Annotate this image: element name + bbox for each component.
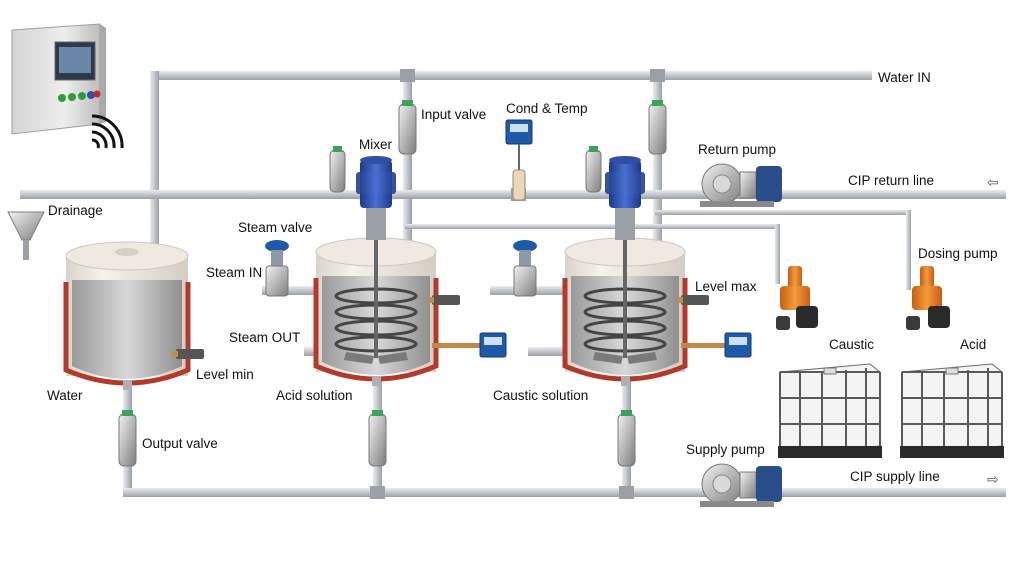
steam-in-pipe-left	[262, 286, 318, 295]
output-valve-caustic	[617, 410, 636, 467]
conductivity-meter-acid	[432, 332, 507, 358]
input-valve-caustic	[648, 100, 667, 155]
agitator-shaft	[374, 238, 378, 358]
caustic-solution-label: Caustic solution	[493, 388, 589, 403]
acid-ibc-container	[900, 363, 1004, 458]
dosing-line-caustic	[405, 224, 779, 229]
acid-label: Acid	[960, 337, 987, 352]
drainage-funnel	[7, 211, 45, 260]
supply-direction-arrow: ⇨	[987, 471, 999, 487]
water-label: Water	[47, 388, 83, 403]
caustic-ibc-container	[778, 363, 882, 458]
control-button-green-2	[68, 93, 76, 101]
input-valve-acid	[398, 100, 417, 155]
return-direction-arrow: ⇦	[987, 174, 999, 190]
cip-supply-line-label: CIP supply line	[850, 469, 940, 484]
water-riser-pipe	[150, 71, 159, 246]
acid-solution-label: Acid solution	[276, 388, 353, 403]
cip-return-line-label: CIP return line	[848, 173, 935, 188]
return-valve-caustic	[585, 146, 602, 193]
dosing-pump-caustic	[776, 266, 818, 330]
dosing-line-acid-v	[906, 210, 911, 290]
steam-valve-acid	[265, 240, 289, 297]
wireless-signal-icon	[91, 114, 124, 149]
control-cabinet	[11, 23, 106, 135]
level-min-sensor	[172, 349, 204, 359]
dosing-pump-label: Dosing pump	[918, 246, 998, 261]
level-max-sensor-caustic	[677, 295, 709, 305]
return-pump	[700, 163, 782, 207]
return-pump-label: Return pump	[698, 142, 777, 157]
control-button-blue	[87, 91, 95, 99]
level-max-label: Level max	[695, 279, 757, 294]
dosing-line-caustic-v	[775, 224, 780, 284]
level-max-sensor-acid	[428, 295, 460, 305]
mixer-label: Mixer	[359, 137, 392, 152]
mixer-motor-caustic	[605, 156, 645, 240]
steam-out-label: Steam OUT	[229, 330, 301, 345]
mixer-motor-acid	[356, 156, 396, 240]
input-valve-label: Input valve	[421, 107, 487, 122]
supply-pump-label: Supply pump	[686, 442, 765, 457]
return-valve-acid	[329, 146, 346, 193]
acid-solution-tank	[313, 237, 507, 386]
output-valve-acid	[368, 410, 387, 467]
dosing-pump-acid	[906, 266, 950, 330]
caustic-solution-tank	[562, 237, 752, 386]
steam-out-pipe-left	[304, 347, 318, 356]
right-input-drop-pipe	[653, 71, 662, 246]
cip-supply-pipe	[123, 488, 1006, 497]
water-in-pipe	[150, 71, 872, 80]
dosing-line-acid	[655, 210, 910, 215]
level-min-label: Level min	[196, 367, 254, 382]
agitator-blades	[344, 352, 408, 364]
steam-in-label: Steam IN	[206, 265, 263, 280]
steam-out-pipe-right	[528, 347, 566, 356]
conductivity-meter-caustic	[681, 332, 752, 358]
drainage-label: Drainage	[48, 203, 103, 218]
cond-temp-meter	[505, 119, 533, 201]
water-in-label: Water IN	[878, 70, 931, 85]
caustic-label: Caustic	[829, 337, 875, 352]
supply-pump	[700, 463, 782, 507]
output-valve-label: Output valve	[142, 436, 218, 451]
steam-valve-label: Steam valve	[238, 220, 313, 235]
water-tank	[63, 241, 204, 390]
output-valve-water	[118, 410, 137, 467]
control-button-red	[93, 90, 101, 98]
steam-valve-caustic	[513, 240, 537, 297]
control-button-green-3	[78, 92, 86, 100]
cond-temp-label: Cond & Temp	[506, 101, 588, 116]
control-button-green	[58, 94, 66, 102]
input-valve-drop-pipe	[403, 71, 412, 246]
